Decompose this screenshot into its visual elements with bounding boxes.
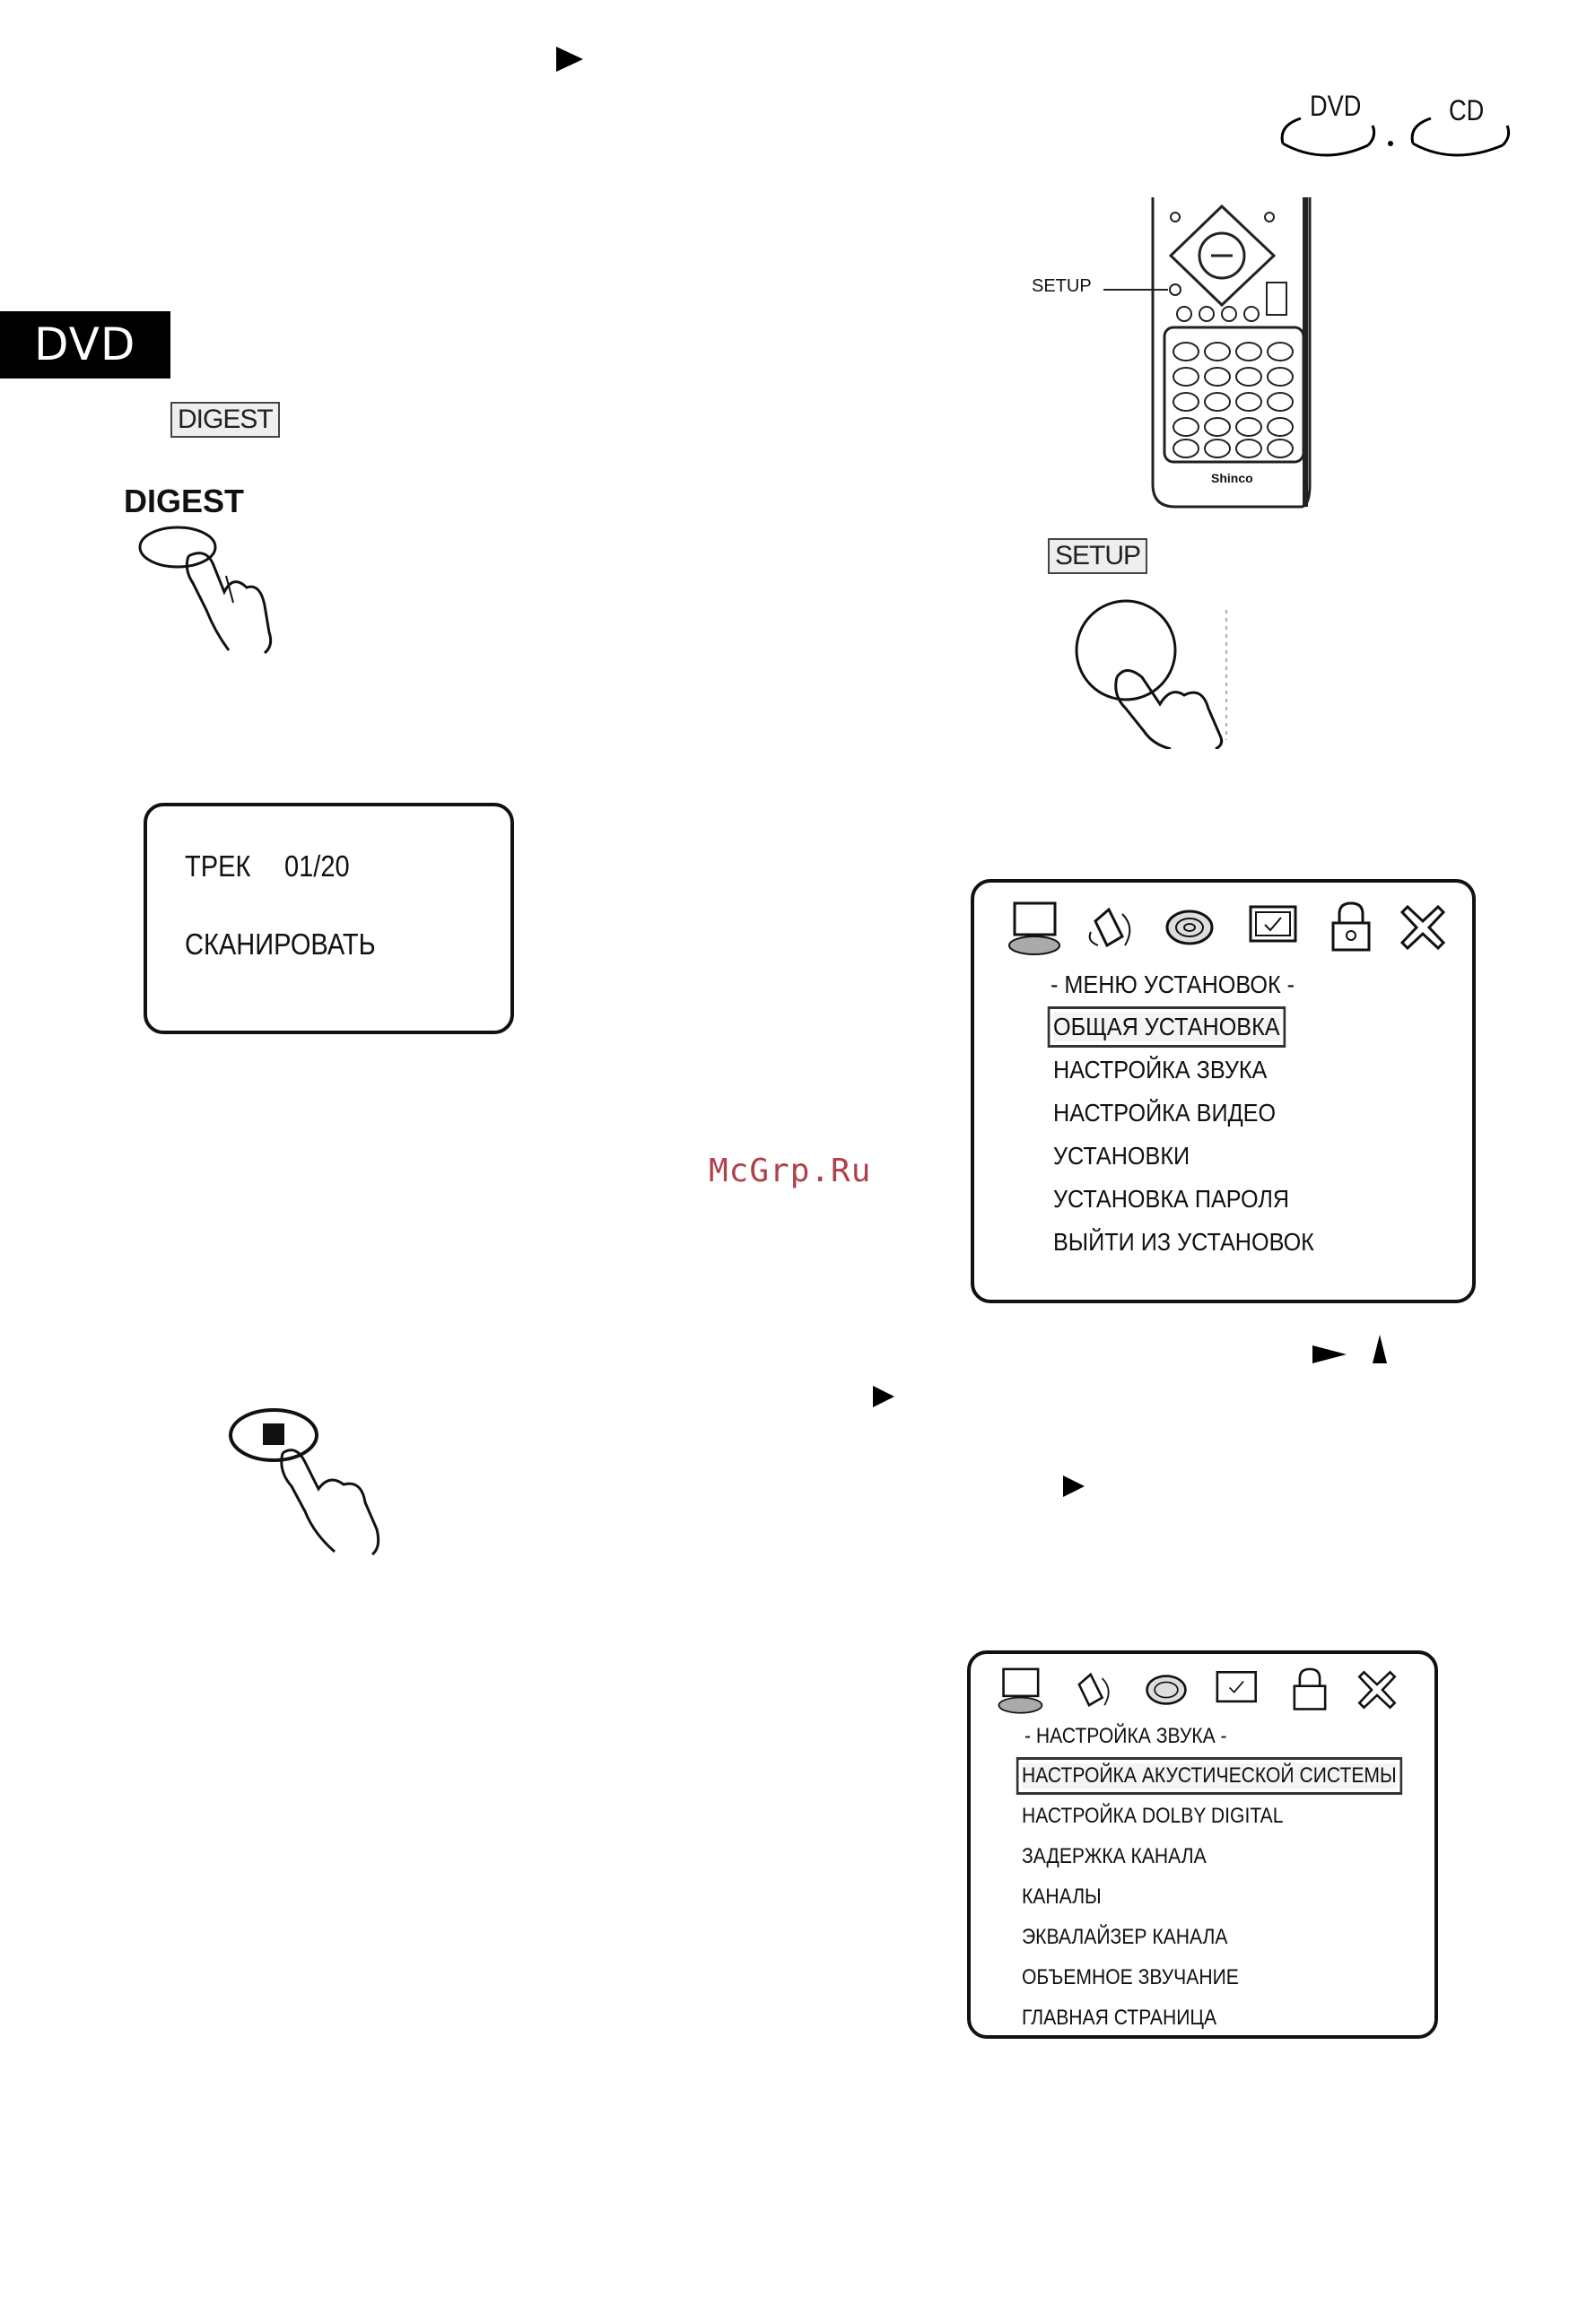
audio-menu-item-channels[interactable]: КАНАЛЫ (1022, 1884, 1102, 1909)
setup-menu-item-general[interactable]: ОБЩАЯ УСТАНОВКА (1047, 1006, 1286, 1048)
disc-icon[interactable] (1158, 896, 1221, 959)
audio-menu-title: - НАСТРОЙКА ЗВУКА - (1024, 1724, 1227, 1748)
audio-menu-item-channel-delay[interactable]: ЗАДЕРЖКА КАНАЛА (1022, 1844, 1207, 1868)
remote-control-drawing (1103, 197, 1312, 509)
tv-icon[interactable] (996, 1663, 1050, 1717)
close-icon[interactable] (1391, 896, 1454, 959)
speaker-icon[interactable] (1082, 896, 1145, 959)
hand-press-icon (138, 526, 273, 655)
right-arrow-icon (1312, 1345, 1347, 1363)
setup-menu-item-password[interactable]: УСТАНОВКА ПАРОЛЯ (1053, 1185, 1290, 1213)
setup-menu-item-audio[interactable]: НАСТРОЙКА ЗВУКА (1053, 1056, 1268, 1084)
watermark-text: McGrp.Ru (709, 1153, 872, 1189)
speaker-icon[interactable] (1068, 1663, 1121, 1717)
audio-menu-item-surround[interactable]: ОБЪЕМНОЕ ЗВУЧАНИЕ (1022, 1965, 1239, 1989)
tv-icon[interactable] (1006, 896, 1068, 959)
disc-badge-arcs (1280, 117, 1511, 157)
hand-press-stop-icon (229, 1408, 380, 1556)
stop-button[interactable] (229, 1404, 399, 1561)
setup-menu-item-video[interactable]: НАСТРОЙКА ВИДЕО (1053, 1099, 1277, 1127)
digest-small-label: DIGEST (170, 402, 280, 438)
remote-brand-label: Shinco (1211, 471, 1253, 485)
menu-icon-row (1006, 896, 1454, 959)
track-scan-screen: ТРЕК 01/20 СКАНИРОВАТЬ (144, 803, 514, 1034)
lock-icon[interactable] (1320, 896, 1382, 959)
digest-button[interactable] (135, 520, 287, 655)
dvd-badge-label: DVD (1310, 90, 1362, 122)
setup-menu-item-exit[interactable]: ВЫЙТИ ИЗ УСТАНОВОК (1053, 1228, 1314, 1256)
audio-menu-item-equalizer[interactable]: ЭКВАЛАЙЗЕР КАНАЛА (1022, 1925, 1228, 1949)
close-icon[interactable] (1350, 1663, 1404, 1717)
audio-menu-item-main-page[interactable]: ГЛАВНАЯ СТРАНИЦА (1022, 2006, 1217, 2030)
cd-badge-label: CD (1449, 94, 1485, 126)
remote-setup-pointer-label: SETUP (1032, 276, 1092, 296)
disc-badges: DVD CD (1274, 90, 1534, 161)
remote-control: SETUP Shinco (1032, 197, 1319, 511)
audio-menu-item-dolby[interactable]: НАСТРОЙКА DOLBY DIGITAL (1022, 1804, 1284, 1828)
dvd-section-tab: DVD (0, 311, 170, 379)
up-arrow-icon (1373, 1335, 1387, 1363)
disc-icon[interactable] (1139, 1663, 1193, 1717)
monitor-check-icon[interactable] (1243, 896, 1306, 959)
audio-menu-screen: - НАСТРОЙКА ЗВУКА - НАСТРОЙКА АКУСТИЧЕСК… (967, 1650, 1438, 2039)
play-arrow-icon (556, 47, 583, 72)
setup-menu-screen: - МЕНЮ УСТАНОВОК - ОБЩАЯ УСТАНОВКА НАСТР… (971, 879, 1476, 1303)
setup-menu-item-preferences[interactable]: УСТАНОВКИ (1053, 1142, 1190, 1170)
play-arrow-icon (1063, 1475, 1085, 1497)
track-label: ТРЕК (185, 849, 251, 883)
hand-press-icon (1075, 599, 1227, 751)
setup-menu-title: - МЕНЮ УСТАНОВОК - (1051, 971, 1295, 998)
menu-icon-row (996, 1663, 1417, 1717)
track-value: 01/20 (284, 849, 350, 883)
scan-label: СКАНИРОВАТЬ (185, 927, 376, 961)
lock-icon[interactable] (1283, 1663, 1337, 1717)
digest-button-label: DIGEST (124, 483, 245, 519)
setup-button[interactable] (1072, 596, 1251, 751)
play-arrow-icon (873, 1386, 894, 1407)
setup-small-label: SETUP (1048, 538, 1148, 574)
monitor-check-icon[interactable] (1211, 1663, 1265, 1717)
audio-menu-item-speaker-setup[interactable]: НАСТРОЙКА АКУСТИЧЕСКОЙ СИСТЕМЫ (1016, 1757, 1402, 1795)
